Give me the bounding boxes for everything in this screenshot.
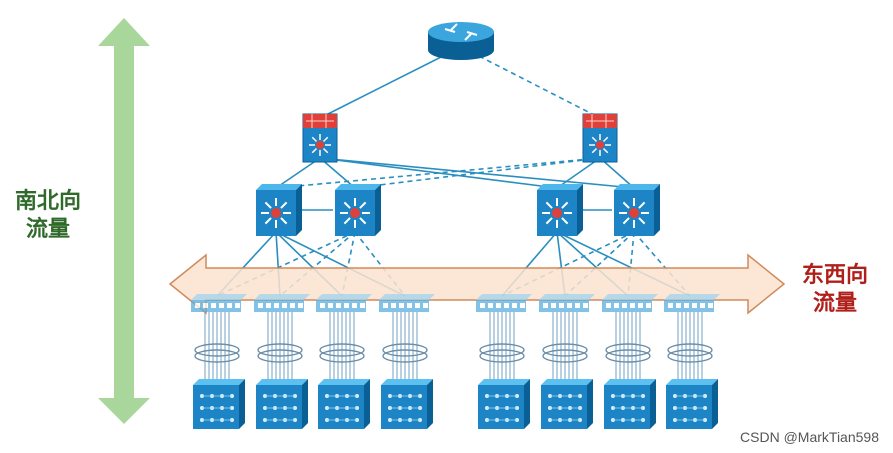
link-fw-agg: [319, 157, 356, 189]
link-aggregation-ring: [319, 349, 365, 363]
link-router-fw1: [319, 51, 452, 119]
server-icon: [478, 379, 530, 429]
north-south-arrow: [98, 18, 150, 424]
firewall-switch-icon: [302, 113, 338, 163]
link-aggregation-ring: [257, 349, 303, 363]
multilayer-switch-icon: [537, 184, 583, 236]
link-aggregation-ring: [382, 343, 428, 357]
server-icon: [541, 379, 593, 429]
server-icon: [666, 379, 718, 429]
watermark: CSDN @MarkTian598: [740, 429, 879, 445]
router-icon: [428, 22, 494, 60]
link-fw-agg: [556, 157, 601, 189]
link-agg-access: [501, 231, 635, 297]
east-west-arrow: [168, 253, 786, 315]
link-fw-agg: [275, 157, 601, 189]
access-switch-icon: [316, 294, 372, 312]
server-icon: [318, 379, 370, 429]
server-icon: [604, 379, 656, 429]
link-aggregation-ring: [382, 349, 428, 363]
link-aggregation-ring: [194, 343, 240, 357]
link-fw-agg: [275, 157, 321, 189]
link-aggregation-ring: [605, 349, 651, 363]
firewall-switch-icon: [582, 113, 618, 163]
access-switch-icon: [476, 294, 532, 312]
link-agg-access: [627, 231, 635, 297]
link-fw-agg: [599, 157, 635, 189]
multilayer-switch-icon: [256, 184, 302, 236]
link-aggregation-ring: [542, 349, 588, 363]
ew-label-line1: 东西向: [801, 263, 868, 288]
access-switch-icon: [539, 294, 595, 312]
ew-label-line2: 流量: [812, 291, 857, 316]
north-south-arrow-shape: [98, 18, 150, 424]
access-switch-icon: [602, 294, 658, 312]
server-icon: [256, 379, 308, 429]
device-layer: [193, 22, 718, 429]
ns-label-line2: 流量: [25, 217, 70, 242]
access-switch-icon: [664, 294, 720, 312]
link-aggregation-ring: [257, 343, 303, 357]
server-icon: [193, 379, 245, 429]
link-aggregation-ring: [667, 343, 713, 357]
access-switch-icon: [191, 294, 247, 312]
east-west-traffic-label: 东西向 流量: [795, 262, 875, 318]
link-fw-agg: [319, 157, 635, 189]
link-agg-access: [564, 231, 635, 297]
link-aggregation-ring: [605, 343, 651, 357]
multilayer-switch-icon: [335, 184, 381, 236]
link-aggregation-ring: [667, 349, 713, 363]
ns-label-line1: 南北向: [14, 189, 81, 214]
link-router-fw2: [470, 51, 601, 119]
link-aggregation-ring: [479, 349, 525, 363]
link-aggregation-ring: [479, 343, 525, 357]
access-switch-icon: [379, 294, 435, 312]
link-aggregation-ring: [542, 343, 588, 357]
link-aggregation-ring: [319, 343, 365, 357]
access-switch-icon: [254, 294, 310, 312]
server-icon: [381, 379, 433, 429]
north-south-traffic-label: 南北向 流量: [8, 188, 88, 244]
multilayer-switch-icon: [614, 184, 660, 236]
link-aggregation-ring: [194, 349, 240, 363]
